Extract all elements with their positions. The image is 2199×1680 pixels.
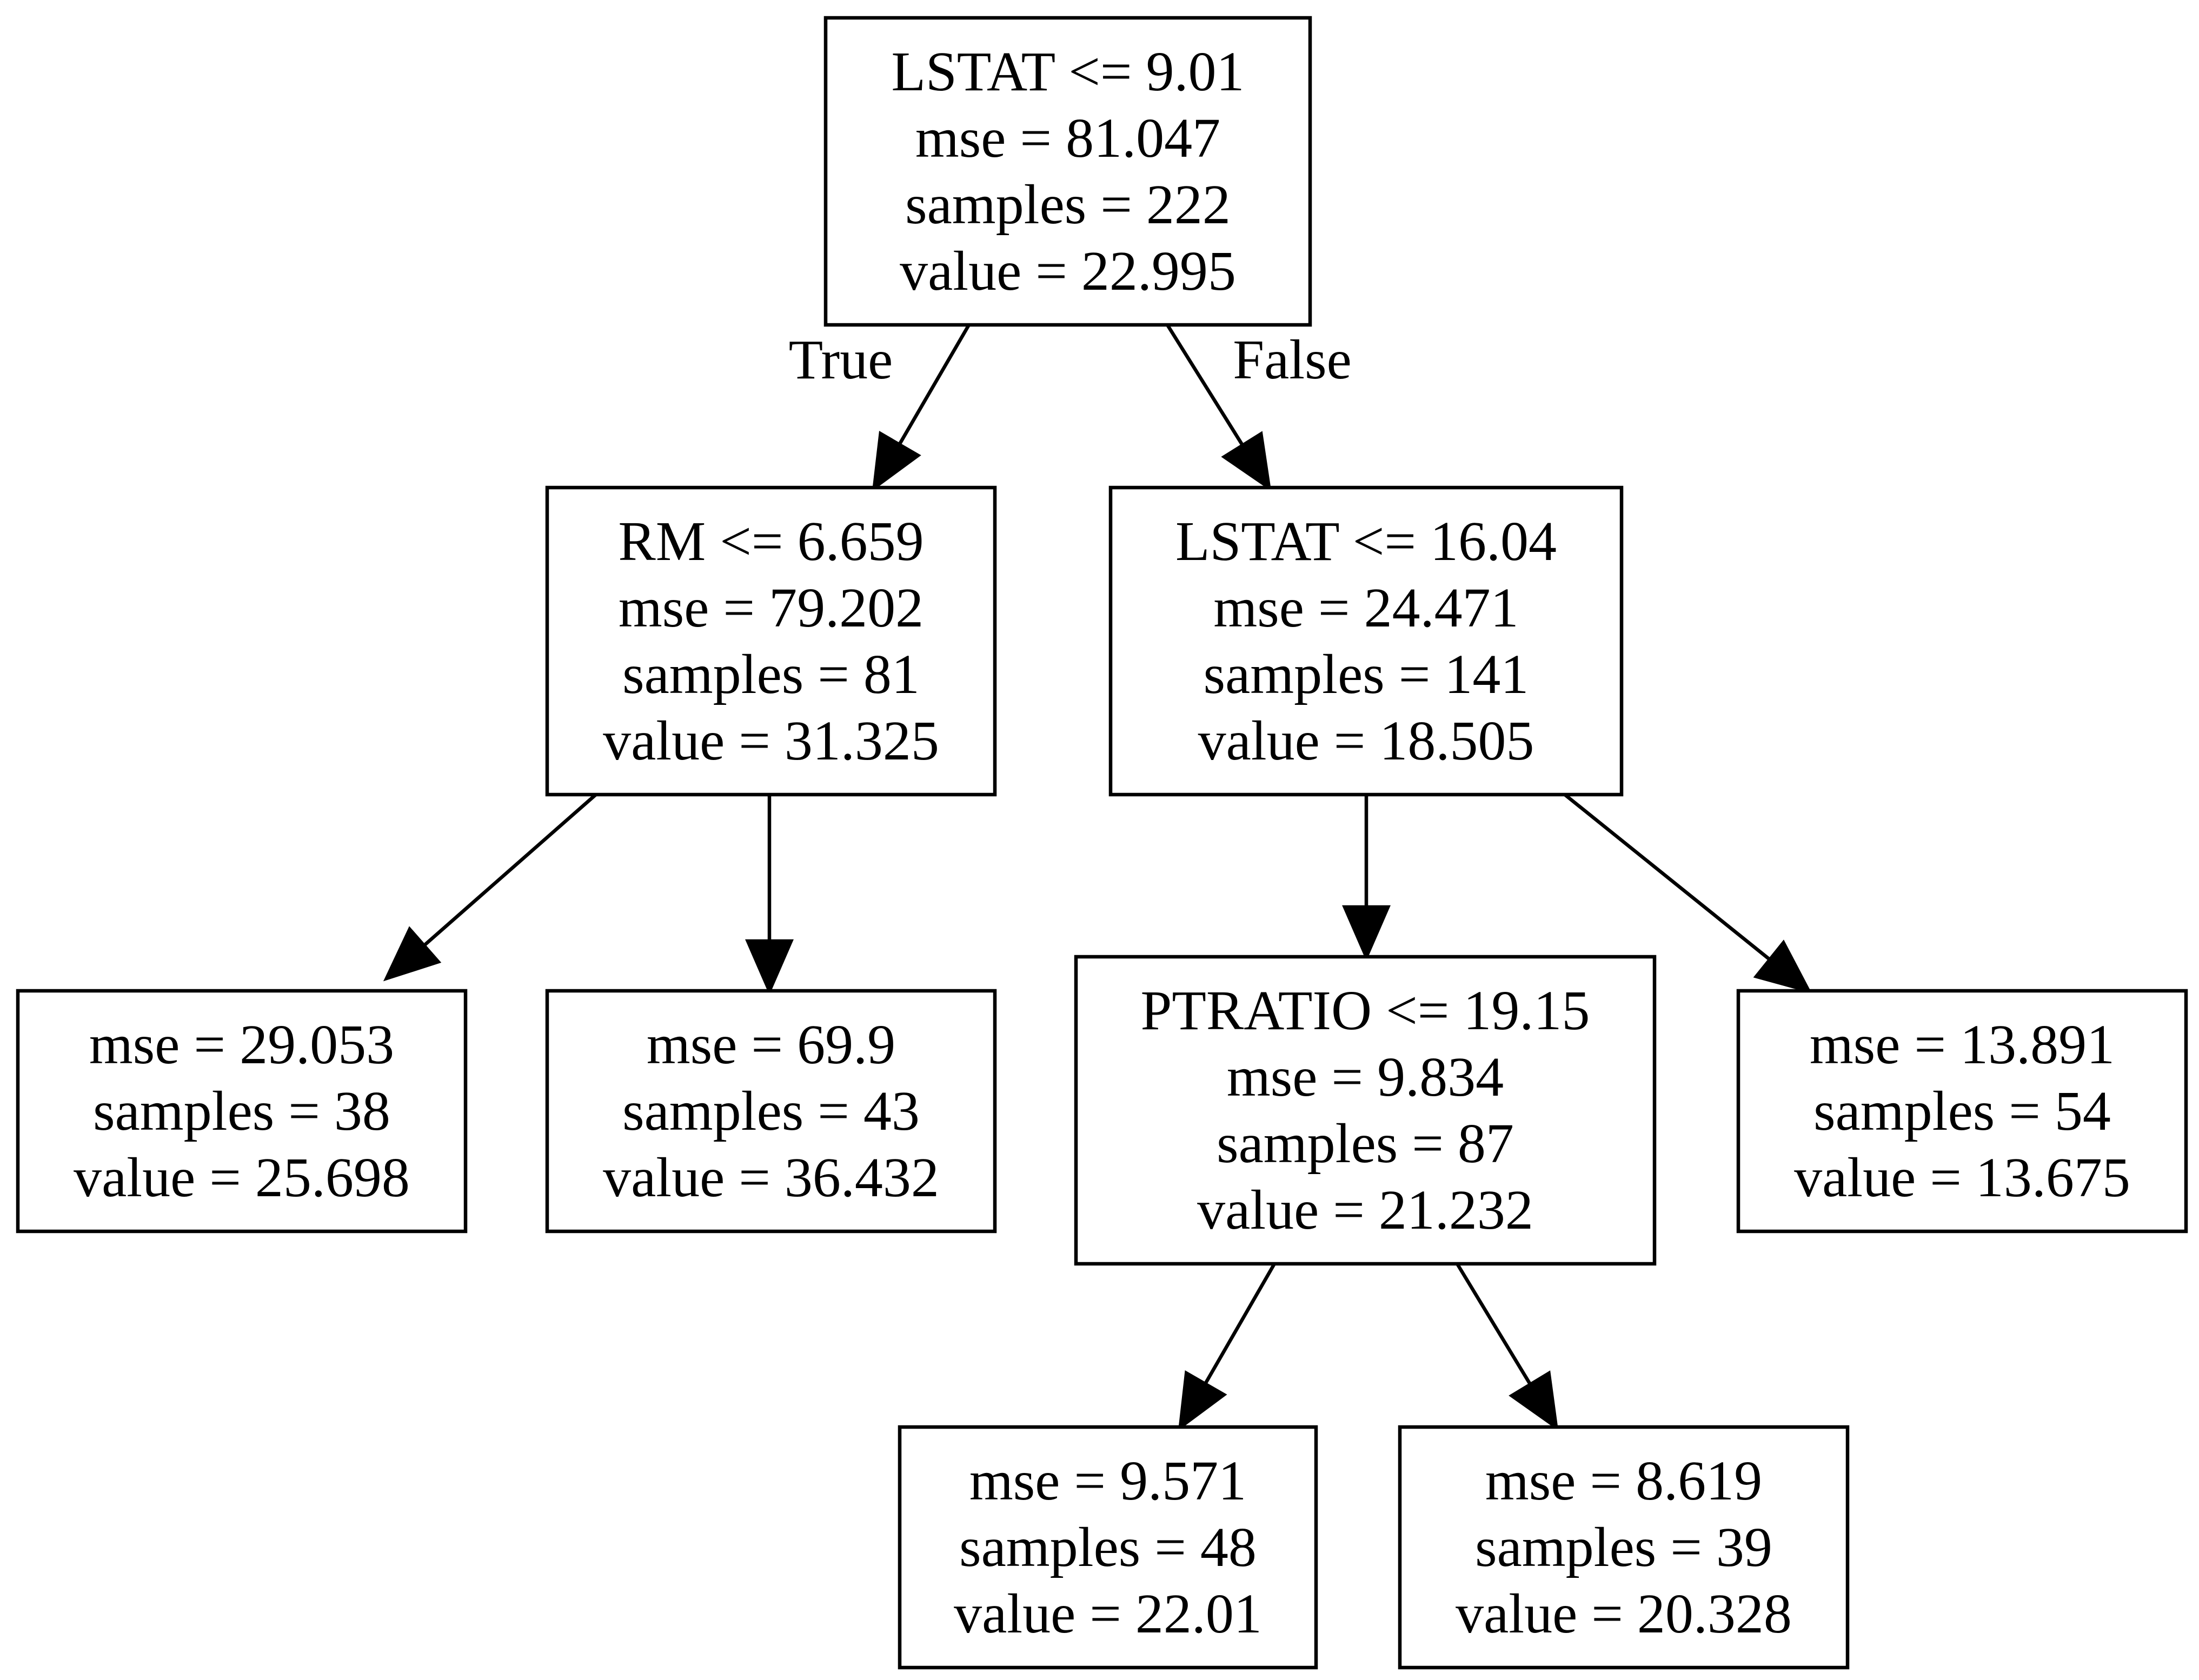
node-text-line: value = 22.995 — [900, 240, 1236, 302]
node-text-line: mse = 24.471 — [1213, 577, 1518, 639]
edge-arrowhead-n0-n1 — [872, 431, 921, 492]
node-text-line: value = 21.232 — [1197, 1179, 1533, 1241]
node-box — [1074, 955, 1657, 1266]
node-text-line: mse = 79.202 — [619, 577, 924, 639]
node-box — [545, 989, 997, 1234]
edge-arrowhead-n5-n7 — [1178, 1370, 1227, 1431]
node-text-line: RM <= 6.659 — [618, 510, 924, 572]
node-text-line: value = 18.505 — [1198, 710, 1534, 772]
node-text-line: samples = 81 — [622, 643, 920, 705]
node-text-line: samples = 54 — [1813, 1080, 2111, 1142]
edge-arrowhead-n2-n6 — [1753, 939, 1812, 994]
node-box — [16, 989, 468, 1234]
node-box — [1736, 989, 2188, 1234]
node-text-line: LSTAT <= 9.01 — [891, 41, 1244, 103]
node-text-line: value = 22.01 — [954, 1583, 1262, 1645]
node-text-line: samples = 141 — [1204, 643, 1529, 705]
edge-n0-n1 — [898, 324, 971, 446]
edge-n1-n3 — [422, 793, 597, 947]
edge-arrowhead-n5-n8 — [1509, 1370, 1559, 1431]
edge-n5-n7 — [1204, 1263, 1276, 1385]
node-text-line: LSTAT <= 16.04 — [1175, 510, 1557, 572]
node-text-line: mse = 13.891 — [1810, 1014, 2115, 1076]
node-text-line: mse = 81.047 — [915, 107, 1220, 169]
node-text-line: samples = 38 — [93, 1080, 390, 1142]
edges-layer: True False — [383, 324, 1812, 1431]
edge-n0-n2 — [1166, 324, 1245, 446]
node-text-line: mse = 9.571 — [969, 1450, 1246, 1512]
node-text-line: mse = 29.053 — [89, 1014, 394, 1076]
node-box — [1398, 1425, 1850, 1670]
edge-arrowhead-n1-n3 — [383, 926, 442, 982]
edge-label-true: True — [789, 329, 893, 391]
node-box — [823, 16, 1312, 327]
node-text-line: samples = 48 — [959, 1516, 1257, 1578]
edge-label-false: False — [1233, 329, 1352, 391]
edge-n5-n8 — [1456, 1263, 1532, 1386]
node-text-line: mse = 8.619 — [1485, 1450, 1762, 1512]
node-text-line: PTRATIO <= 19.15 — [1141, 979, 1590, 1042]
node-text-line: value = 13.675 — [1794, 1146, 2130, 1209]
node-text-line: value = 20.328 — [1456, 1583, 1792, 1645]
node-text-line: value = 31.325 — [603, 710, 939, 772]
node-text-line: mse = 69.9 — [647, 1014, 895, 1076]
node-text-line: samples = 43 — [622, 1080, 920, 1142]
edge-n2-n6 — [1563, 793, 1771, 961]
edge-arrowhead-n1-n4 — [745, 939, 794, 996]
node-text-line: mse = 9.834 — [1227, 1046, 1504, 1108]
node-box — [1108, 485, 1624, 797]
node-text-line: samples = 39 — [1475, 1516, 1772, 1578]
edge-arrowhead-n2-n5 — [1342, 905, 1391, 962]
edge-arrowhead-n0-n2 — [1221, 431, 1272, 491]
node-text-line: value = 25.698 — [74, 1146, 410, 1209]
node-text-line: samples = 87 — [1217, 1112, 1514, 1175]
node-box — [898, 1425, 1318, 1670]
node-box — [545, 485, 997, 797]
node-text-line: value = 36.432 — [603, 1146, 939, 1209]
node-text-line: samples = 222 — [905, 174, 1231, 236]
